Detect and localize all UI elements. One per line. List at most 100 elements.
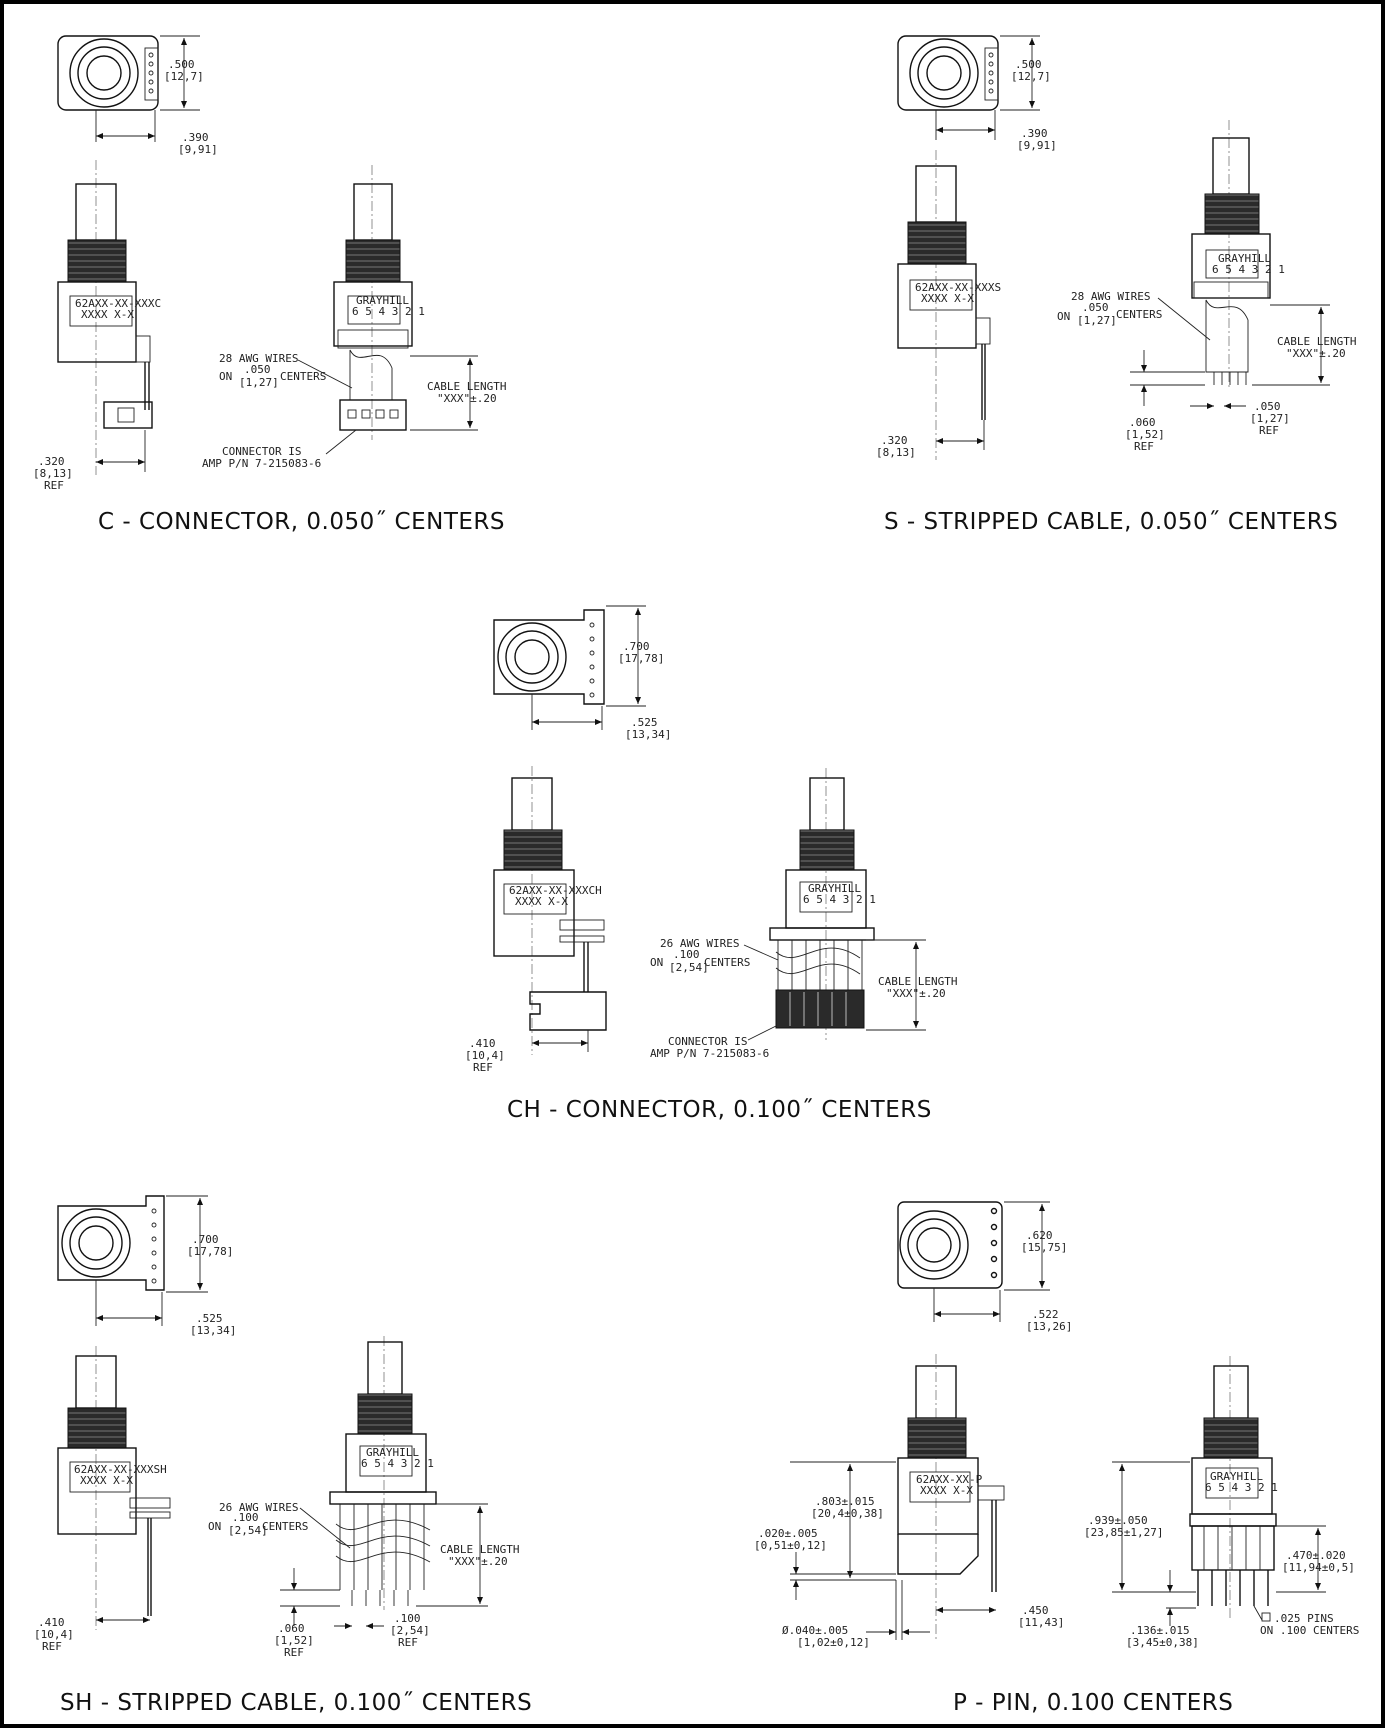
sh-cable-tol: "XXX"±.20 [448, 1555, 508, 1568]
p-side-view [790, 1354, 1005, 1640]
s-side-view [897, 150, 991, 460]
sh-dim-100-mm: [2,54] [390, 1624, 430, 1637]
sh-dim-060-mm: [1,52] [274, 1634, 314, 1647]
p-top-view [897, 1201, 1050, 1322]
ch-wires-spacing-mm: [2,54] [669, 961, 709, 974]
ch-brand: GRAYHILL [808, 882, 861, 895]
p-dim-522: .522 [1032, 1308, 1059, 1321]
c-wires-on: ON [219, 370, 232, 383]
ch-cable-length: CABLE LENGTH [878, 975, 957, 988]
p-dim-620: .620 [1026, 1229, 1053, 1242]
s-dim-060-ref: REF [1134, 440, 1154, 453]
sh-dim-410: .410 [38, 1616, 65, 1629]
c-brand: GRAYHILL [356, 294, 409, 307]
s-top-view [897, 35, 1040, 140]
s-dim-050-ref: REF [1259, 424, 1279, 437]
c-wires: 28 AWG WIRES [219, 352, 298, 365]
sh-brand-code: 6 5 4 3 2 1 [361, 1457, 434, 1470]
c-wires-spacing-mm: [1,27] [239, 376, 279, 389]
c-dim-ref: REF [44, 479, 64, 492]
p-pins-centers: ON .100 CENTERS [1260, 1624, 1359, 1637]
s-dim-390-mm: [9,91] [1017, 139, 1057, 152]
ch-connector-note: CONNECTOR IS [668, 1035, 747, 1048]
s-cable-length: CABLE LENGTH [1277, 335, 1356, 348]
p-dim-450-mm: [11,43] [1018, 1616, 1064, 1629]
c-connector-part: AMP P/N 7-215083-6 [202, 457, 321, 470]
p-dim-020-mm: [0,51±0,12] [754, 1539, 827, 1552]
section-ch: .700 [17,78] .525 [13,34] 62AXX-XX-XXXCH… [465, 605, 957, 1123]
p-dim-020: .020±.005 [758, 1527, 818, 1540]
p-dim-939: .939±.050 [1088, 1514, 1148, 1527]
c-wires-centers: CENTERS [280, 370, 326, 383]
s-dim-500: .500 [1015, 58, 1042, 71]
s-dim-060-mm: [1,52] [1125, 428, 1165, 441]
sh-front-view [280, 1336, 488, 1629]
p-dim-450: .450 [1022, 1604, 1049, 1617]
sh-wires-centers: CENTERS [262, 1520, 308, 1533]
p-part-number: 62AXX-XX-P [916, 1473, 983, 1486]
c-part-code: XXXX X-X [81, 308, 134, 321]
section-c: .500 [12,7] .390 [9,91] 62AXX-XX-XXXC XX… [33, 35, 506, 535]
c-title: C - CONNECTOR, 0.050˝ CENTERS [98, 509, 505, 535]
sh-dim-100-ref: REF [398, 1636, 418, 1649]
sh-wires-spacing: .100 [232, 1511, 259, 1524]
ch-title: CH - CONNECTOR, 0.100˝ CENTERS [507, 1097, 932, 1123]
ch-part-number: 62AXX-XX-XXXCH [509, 884, 602, 897]
ch-wires: 26 AWG WIRES [660, 937, 739, 950]
sh-cable-length: CABLE LENGTH [440, 1543, 519, 1556]
section-p: .620 [15,75] .522 [13,26] 62AXX-X [754, 1201, 1359, 1716]
p-dim-620-mm: [15,75] [1021, 1241, 1067, 1254]
s-dim-500-mm: [12,7] [1011, 70, 1051, 83]
s-wires-centers: CENTERS [1116, 308, 1162, 321]
p-dim-522-mm: [13,26] [1026, 1320, 1072, 1333]
c-cable-length: CABLE LENGTH [427, 380, 506, 393]
s-wires-on: ON [1057, 310, 1070, 323]
p-pins-note: .025 PINS [1274, 1612, 1334, 1625]
c-dim-390: .390 [182, 131, 209, 144]
s-dim-390: .390 [1021, 127, 1048, 140]
ch-dim-525: .525 [631, 716, 658, 729]
p-dim-470: .470±.020 [1286, 1549, 1346, 1562]
s-front-view [1130, 120, 1330, 409]
p-brand: GRAYHILL [1210, 1470, 1263, 1483]
c-connector-note: CONNECTOR IS [222, 445, 301, 458]
s-wires-spacing: .050 [1082, 301, 1109, 314]
c-cable-tol: "XXX"±.20 [437, 392, 497, 405]
sh-dim-525-mm: [13,34] [190, 1324, 236, 1337]
ch-dim-700: .700 [623, 640, 650, 653]
s-part-number: 62AXX-XX-XXXS [915, 281, 1001, 294]
c-part-number: 62AXX-XX-XXXC [75, 297, 161, 310]
sh-part-number: 62AXX-XX-XXXSH [74, 1463, 167, 1476]
sh-wires-on: ON [208, 1520, 221, 1533]
s-brand: GRAYHILL [1218, 252, 1271, 265]
p-dim-136-mm: [3,45±0,38] [1126, 1636, 1199, 1649]
p-dim-136: .136±.015 [1130, 1624, 1190, 1637]
ch-top-view [493, 605, 646, 730]
sh-dim-525: .525 [196, 1312, 223, 1325]
p-dim-803: .803±.015 [815, 1495, 875, 1508]
c-dim-320-mm: [8,13] [33, 467, 73, 480]
c-dim-500-mm: [12,7] [164, 70, 204, 83]
sh-part-code: XXXX X-X [80, 1474, 133, 1487]
ch-wires-on: ON [650, 956, 663, 969]
ch-dim-ref: REF [473, 1061, 493, 1074]
p-brand-code: 6 5 4 3 2 1 [1205, 1481, 1278, 1494]
c-side-view [57, 160, 153, 475]
ch-cable-tol: "XXX"±.20 [886, 987, 946, 1000]
s-part-code: XXXX X-X [921, 292, 974, 305]
p-dim-803-mm: [20,4±0,38] [811, 1507, 884, 1520]
s-dim-050: .050 [1254, 400, 1281, 413]
c-brand-code: 6 5 4 3 2 1 [352, 305, 425, 318]
ch-side-view [493, 766, 607, 1055]
sh-wires: 26 AWG WIRES [219, 1501, 298, 1514]
s-brand-code: 6 5 4 3 2 1 [1212, 263, 1285, 276]
sh-dim-ref: REF [42, 1640, 62, 1653]
c-dim-390-mm: [9,91] [178, 143, 218, 156]
s-dim-320: .320 [881, 434, 908, 447]
sh-dim-060: .060 [278, 1622, 305, 1635]
c-wires-spacing: .050 [244, 363, 271, 376]
ch-dim-410-mm: [10,4] [465, 1049, 505, 1062]
ch-dim-410: .410 [469, 1037, 496, 1050]
s-dim-320-mm: [8,13] [876, 446, 916, 459]
